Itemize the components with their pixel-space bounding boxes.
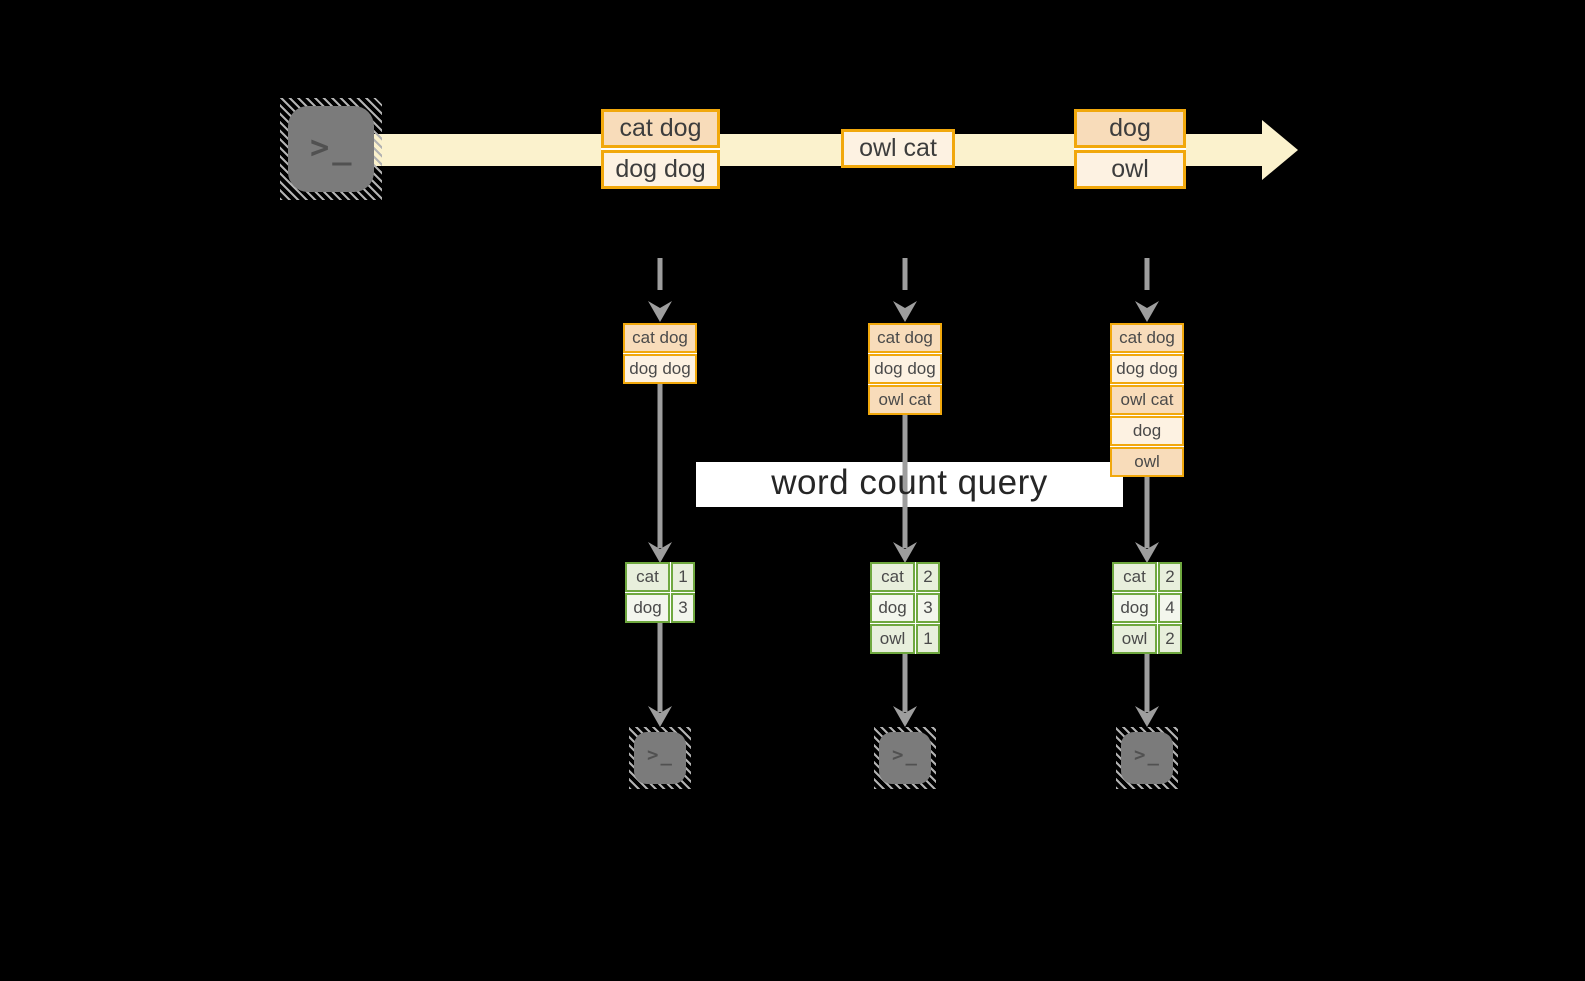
terminal-icon-body: >_: [879, 732, 931, 784]
count-value-cell: 1: [671, 562, 695, 592]
trigger-arrows: [648, 258, 1159, 322]
count-word-cell: dog: [1112, 593, 1157, 623]
count-value-cell: 3: [671, 593, 695, 623]
state-row-cell: owl cat: [1110, 385, 1184, 415]
stream-word-cell: owl: [1074, 150, 1186, 189]
input-terminal-icon: >_: [280, 98, 382, 200]
stream-word-cell: owl cat: [841, 129, 955, 168]
state-row-cell: owl: [1110, 447, 1184, 477]
count-value-cell: 3: [916, 593, 940, 623]
terminal-icon-body: >_: [1121, 732, 1173, 784]
count-word-cell: dog: [625, 593, 670, 623]
terminal-icon-body: >_: [634, 732, 686, 784]
count-word-cell: cat: [870, 562, 915, 592]
terminal-prompt-icon: >_: [892, 744, 919, 766]
stream-word-cell: cat dog: [601, 109, 720, 148]
output-terminal-icon-2: >_: [874, 727, 936, 789]
output-arrows: [648, 623, 1159, 727]
state-row-cell: cat dog: [623, 323, 697, 353]
output-terminal-icon-1: >_: [629, 727, 691, 789]
state-row-cell: dog dog: [868, 354, 942, 384]
state-row-cell: owl cat: [868, 385, 942, 415]
terminal-prompt-icon: >_: [1134, 744, 1161, 766]
count-word-cell: cat: [1112, 562, 1157, 592]
state-row-cell: dog dog: [623, 354, 697, 384]
stream-word-cell: dog: [1074, 109, 1186, 148]
count-value-cell: 1: [916, 624, 940, 654]
count-word-cell: dog: [870, 593, 915, 623]
output-terminal-icon-3: >_: [1116, 727, 1178, 789]
stream-record-batch-2: owl cat: [841, 129, 955, 168]
count-value-cell: 2: [1158, 624, 1182, 654]
terminal-prompt-icon: >_: [647, 744, 674, 766]
state-row-cell: dog dog: [1110, 354, 1184, 384]
state-row-cell: cat dog: [868, 323, 942, 353]
stream-word-cell: dog dog: [601, 150, 720, 189]
count-value-cell: 2: [1158, 562, 1182, 592]
count-word-cell: owl: [1112, 624, 1157, 654]
terminal-prompt-icon: >_: [310, 128, 355, 166]
count-word-cell: cat: [625, 562, 670, 592]
count-value-cell: 4: [1158, 593, 1182, 623]
terminal-icon-body: >_: [288, 106, 374, 192]
query-arrows: [648, 384, 1159, 563]
state-row-cell: cat dog: [1110, 323, 1184, 353]
query-label-background: [696, 462, 1123, 507]
state-row-cell: dog: [1110, 416, 1184, 446]
count-value-cell: 2: [916, 562, 940, 592]
count-word-cell: owl: [870, 624, 915, 654]
